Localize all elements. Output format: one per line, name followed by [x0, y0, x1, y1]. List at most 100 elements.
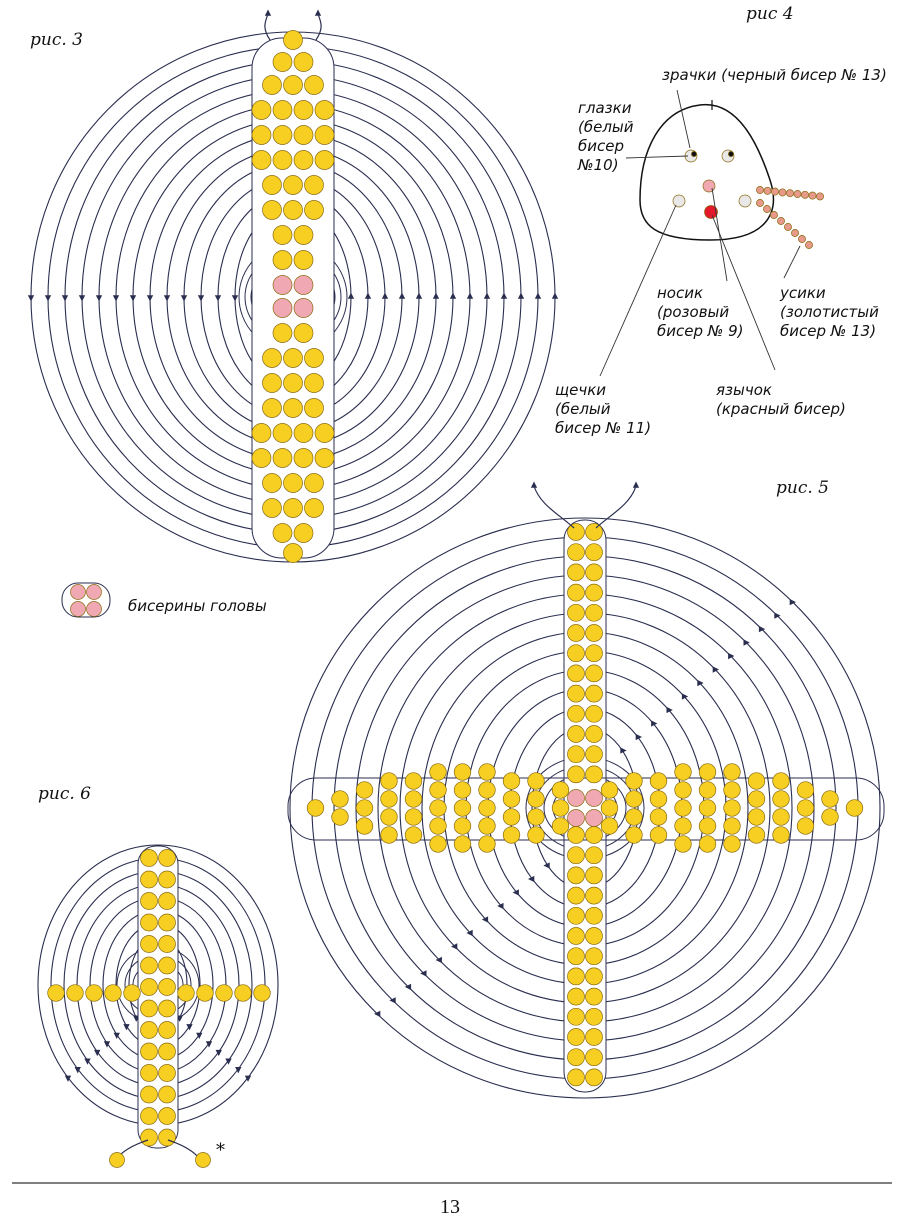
vertical-column-outline — [563, 519, 607, 1093]
thread-arrow — [528, 875, 535, 883]
wing-bead — [674, 781, 692, 799]
body-bead — [585, 624, 603, 642]
wing-bead — [747, 808, 766, 826]
thread-arrow — [789, 598, 796, 606]
body-bead — [140, 999, 158, 1018]
thread-arrow — [235, 1067, 242, 1074]
wing-bead — [674, 817, 692, 835]
figure-5-caption: рис. 5 — [776, 478, 829, 498]
tongue-label-line: (красный бисер) — [716, 400, 846, 418]
body-bead — [585, 1007, 603, 1026]
thread-arrow — [214, 295, 222, 302]
whiskers-label-line: (золотистый — [780, 303, 879, 321]
thread-arrow — [129, 295, 137, 302]
body-bead — [585, 765, 603, 784]
body-bead — [304, 75, 324, 95]
thread-arrow — [163, 295, 171, 302]
body-bead — [158, 1128, 176, 1147]
body-bead — [283, 30, 303, 50]
wing-bead — [502, 826, 521, 844]
thread-arrow — [374, 1010, 381, 1018]
body-bead — [567, 543, 585, 562]
thread-arrow — [197, 295, 205, 302]
body-bead — [567, 1048, 585, 1067]
wing-bead — [355, 781, 374, 799]
leader-line — [599, 204, 677, 377]
body-bead — [272, 523, 293, 543]
body-bead — [262, 373, 282, 393]
bead-column-outline — [137, 845, 179, 1149]
thread-arrow — [543, 862, 550, 869]
body-bead — [293, 150, 314, 170]
whisker-bead — [770, 211, 778, 219]
whisker-bead — [771, 187, 779, 196]
body-bead — [140, 956, 158, 975]
body-bead — [262, 348, 282, 368]
wing-bead — [649, 808, 668, 826]
thread-arrow — [225, 1058, 232, 1065]
head-beads-legend-label: бисерины головы — [128, 597, 267, 615]
wing-bead — [625, 808, 643, 826]
body-bead — [158, 1064, 176, 1082]
body-bead — [585, 1048, 603, 1067]
wing-bead — [380, 772, 398, 790]
body-bead — [567, 684, 585, 703]
body-bead — [262, 175, 282, 195]
wing-bead — [502, 772, 521, 790]
body-bead — [585, 745, 603, 764]
wing-bead — [551, 799, 570, 817]
arm-bead — [215, 984, 233, 1002]
nose-label: носик (розовый бисер № 9) — [657, 284, 744, 341]
body-bead — [262, 498, 282, 518]
body-bead — [293, 250, 314, 270]
thread-arrow — [95, 295, 103, 302]
thread-arrow — [84, 1058, 91, 1065]
body-bead — [293, 52, 314, 72]
wing-bead — [698, 817, 717, 835]
body-bead — [283, 398, 303, 418]
wing-bead — [600, 799, 619, 817]
thread-arrow — [534, 292, 542, 299]
wing-bead — [453, 781, 472, 799]
body-bead — [585, 664, 603, 683]
thread-arrow — [398, 292, 406, 299]
thread-arrow — [651, 720, 658, 727]
head-bead — [585, 789, 603, 807]
cheeks-label-line: щечки — [555, 381, 607, 399]
legend-outline — [61, 582, 111, 618]
head-bead — [86, 601, 102, 617]
body-bead — [585, 886, 603, 905]
cheek-bead — [738, 194, 752, 208]
body-bead — [272, 323, 293, 343]
body-bead — [272, 125, 293, 145]
whisker-bead — [793, 190, 802, 198]
body-bead — [567, 603, 585, 622]
wing-bead — [821, 790, 839, 808]
thread-arrow — [551, 292, 559, 299]
body-bead — [567, 704, 585, 723]
cheeks-label-line: (белый — [555, 400, 611, 418]
body-bead — [140, 913, 158, 932]
body-bead — [272, 100, 293, 120]
body-bead — [283, 373, 303, 393]
whisker-bead — [805, 241, 813, 249]
wing-bead — [625, 826, 643, 844]
body-bead — [251, 423, 272, 443]
body-bead — [158, 892, 176, 910]
thread-arrow — [264, 9, 272, 16]
thread-arrow — [364, 292, 372, 299]
head-bead — [293, 275, 314, 295]
body-bead — [158, 999, 176, 1018]
whisker-bead — [798, 235, 806, 243]
wing-bead — [551, 817, 570, 835]
wing-bead — [625, 772, 643, 790]
wing-bead — [772, 826, 790, 844]
wing-bead — [453, 799, 472, 817]
figure-4-face-diagram — [599, 89, 824, 377]
figure-6-diagram — [37, 844, 279, 1168]
thread-arrow — [681, 693, 689, 700]
wing-bead — [453, 763, 472, 781]
body-bead — [585, 583, 603, 602]
body-bead — [585, 603, 603, 622]
wing-bead — [478, 781, 496, 799]
